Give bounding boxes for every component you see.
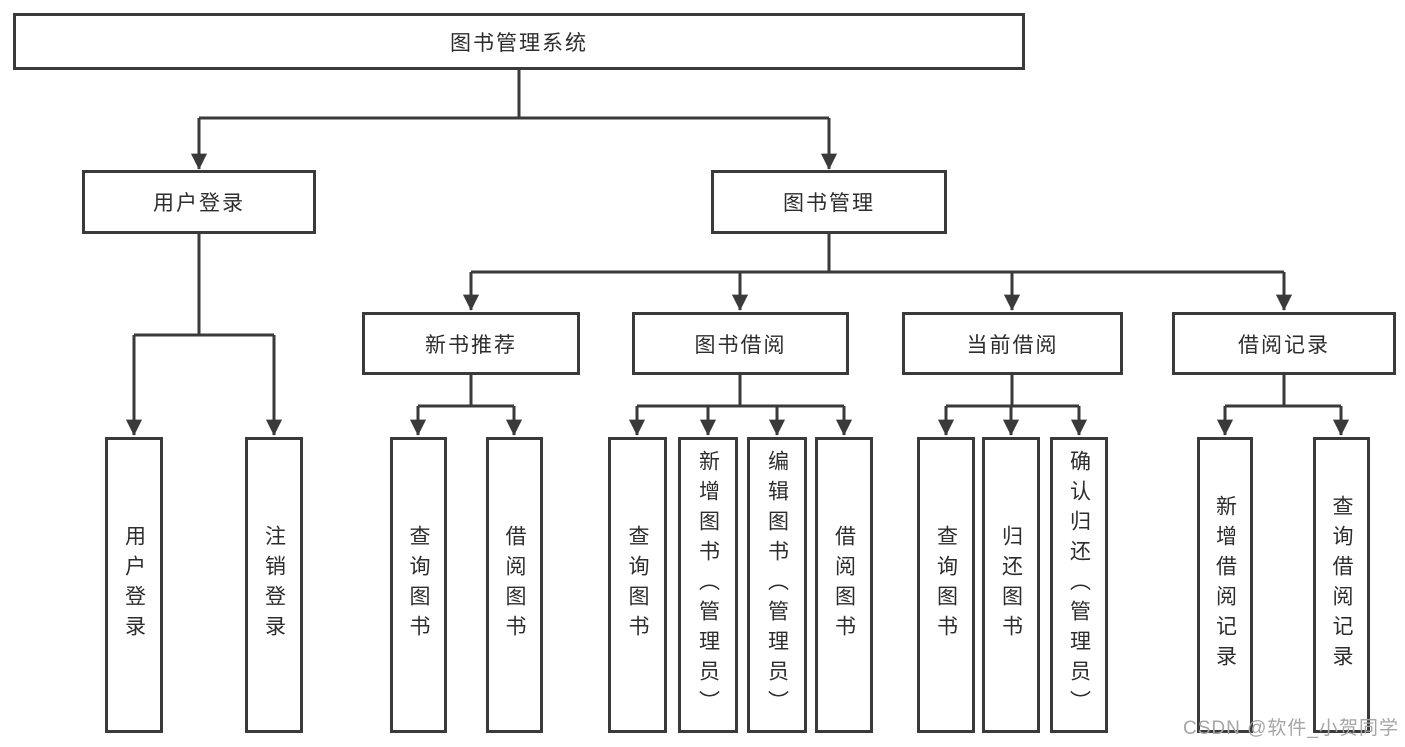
node-new-book-recommend: 新书推荐 [362, 312, 580, 375]
leaf-newbook-borrow-books: 借阅图书 [486, 437, 543, 733]
tree-edges [125, 70, 1350, 436]
node-root: 图书管理系统 [13, 13, 1025, 70]
node-label: 图书管理 [783, 192, 875, 215]
node-label: 用户登录 [153, 192, 245, 215]
leaf-current-query-books: 查询图书 [917, 437, 975, 733]
node-label: 借阅图书 [503, 525, 526, 645]
node-current-borrow: 当前借阅 [902, 312, 1123, 375]
leaf-records-query-borrow-record: 查询借阅记录 [1313, 437, 1370, 733]
node-label: 用户登录 [122, 525, 146, 645]
leaf-logout-login: 注销登录 [245, 437, 303, 733]
leaf-current-confirm-return-admin: 确认归还（管理员） [1050, 437, 1108, 733]
node-label: 新增借阅记录 [1213, 495, 1237, 675]
node-label: 图书管理系统 [450, 31, 588, 55]
node-label: 查询借阅记录 [1330, 495, 1353, 675]
node-book-management: 图书管理 [711, 170, 947, 234]
node-label: 注销登录 [262, 525, 286, 645]
node-label: 借阅图书 [832, 525, 856, 645]
leaf-borrow-edit-books-admin: 编辑图书（管理员） [747, 437, 807, 733]
leaf-user-login: 用户登录 [105, 437, 163, 733]
node-label: 新增图书（管理员） [696, 450, 720, 720]
node-label: 编辑图书（管理员） [765, 450, 789, 720]
leaf-newbook-query-books: 查询图书 [390, 437, 447, 733]
leaf-borrow-add-books-admin: 新增图书（管理员） [678, 437, 738, 733]
node-borrow-records: 借阅记录 [1172, 312, 1396, 375]
node-label: 当前借阅 [966, 333, 1059, 357]
node-label: 归还图书 [999, 525, 1023, 645]
node-label: 新书推荐 [425, 333, 517, 357]
node-label: 图书借阅 [694, 333, 787, 357]
node-label: 查询图书 [626, 525, 649, 645]
leaf-borrow-borrow-books: 借阅图书 [815, 437, 873, 733]
leaf-current-return-books: 归还图书 [982, 437, 1040, 733]
node-book-borrow: 图书借阅 [632, 312, 849, 375]
node-label: 确认归还（管理员） [1067, 450, 1091, 720]
node-label: 查询图书 [407, 525, 430, 645]
leaf-records-add-borrow-record: 新增借阅记录 [1197, 437, 1253, 733]
leaf-borrow-query-books: 查询图书 [608, 437, 667, 733]
watermark: CSDN @软件_小贺同学 [1183, 718, 1399, 739]
node-label: 查询图书 [934, 525, 958, 645]
node-user-login: 用户登录 [82, 170, 316, 234]
node-label: 借阅记录 [1238, 333, 1330, 357]
